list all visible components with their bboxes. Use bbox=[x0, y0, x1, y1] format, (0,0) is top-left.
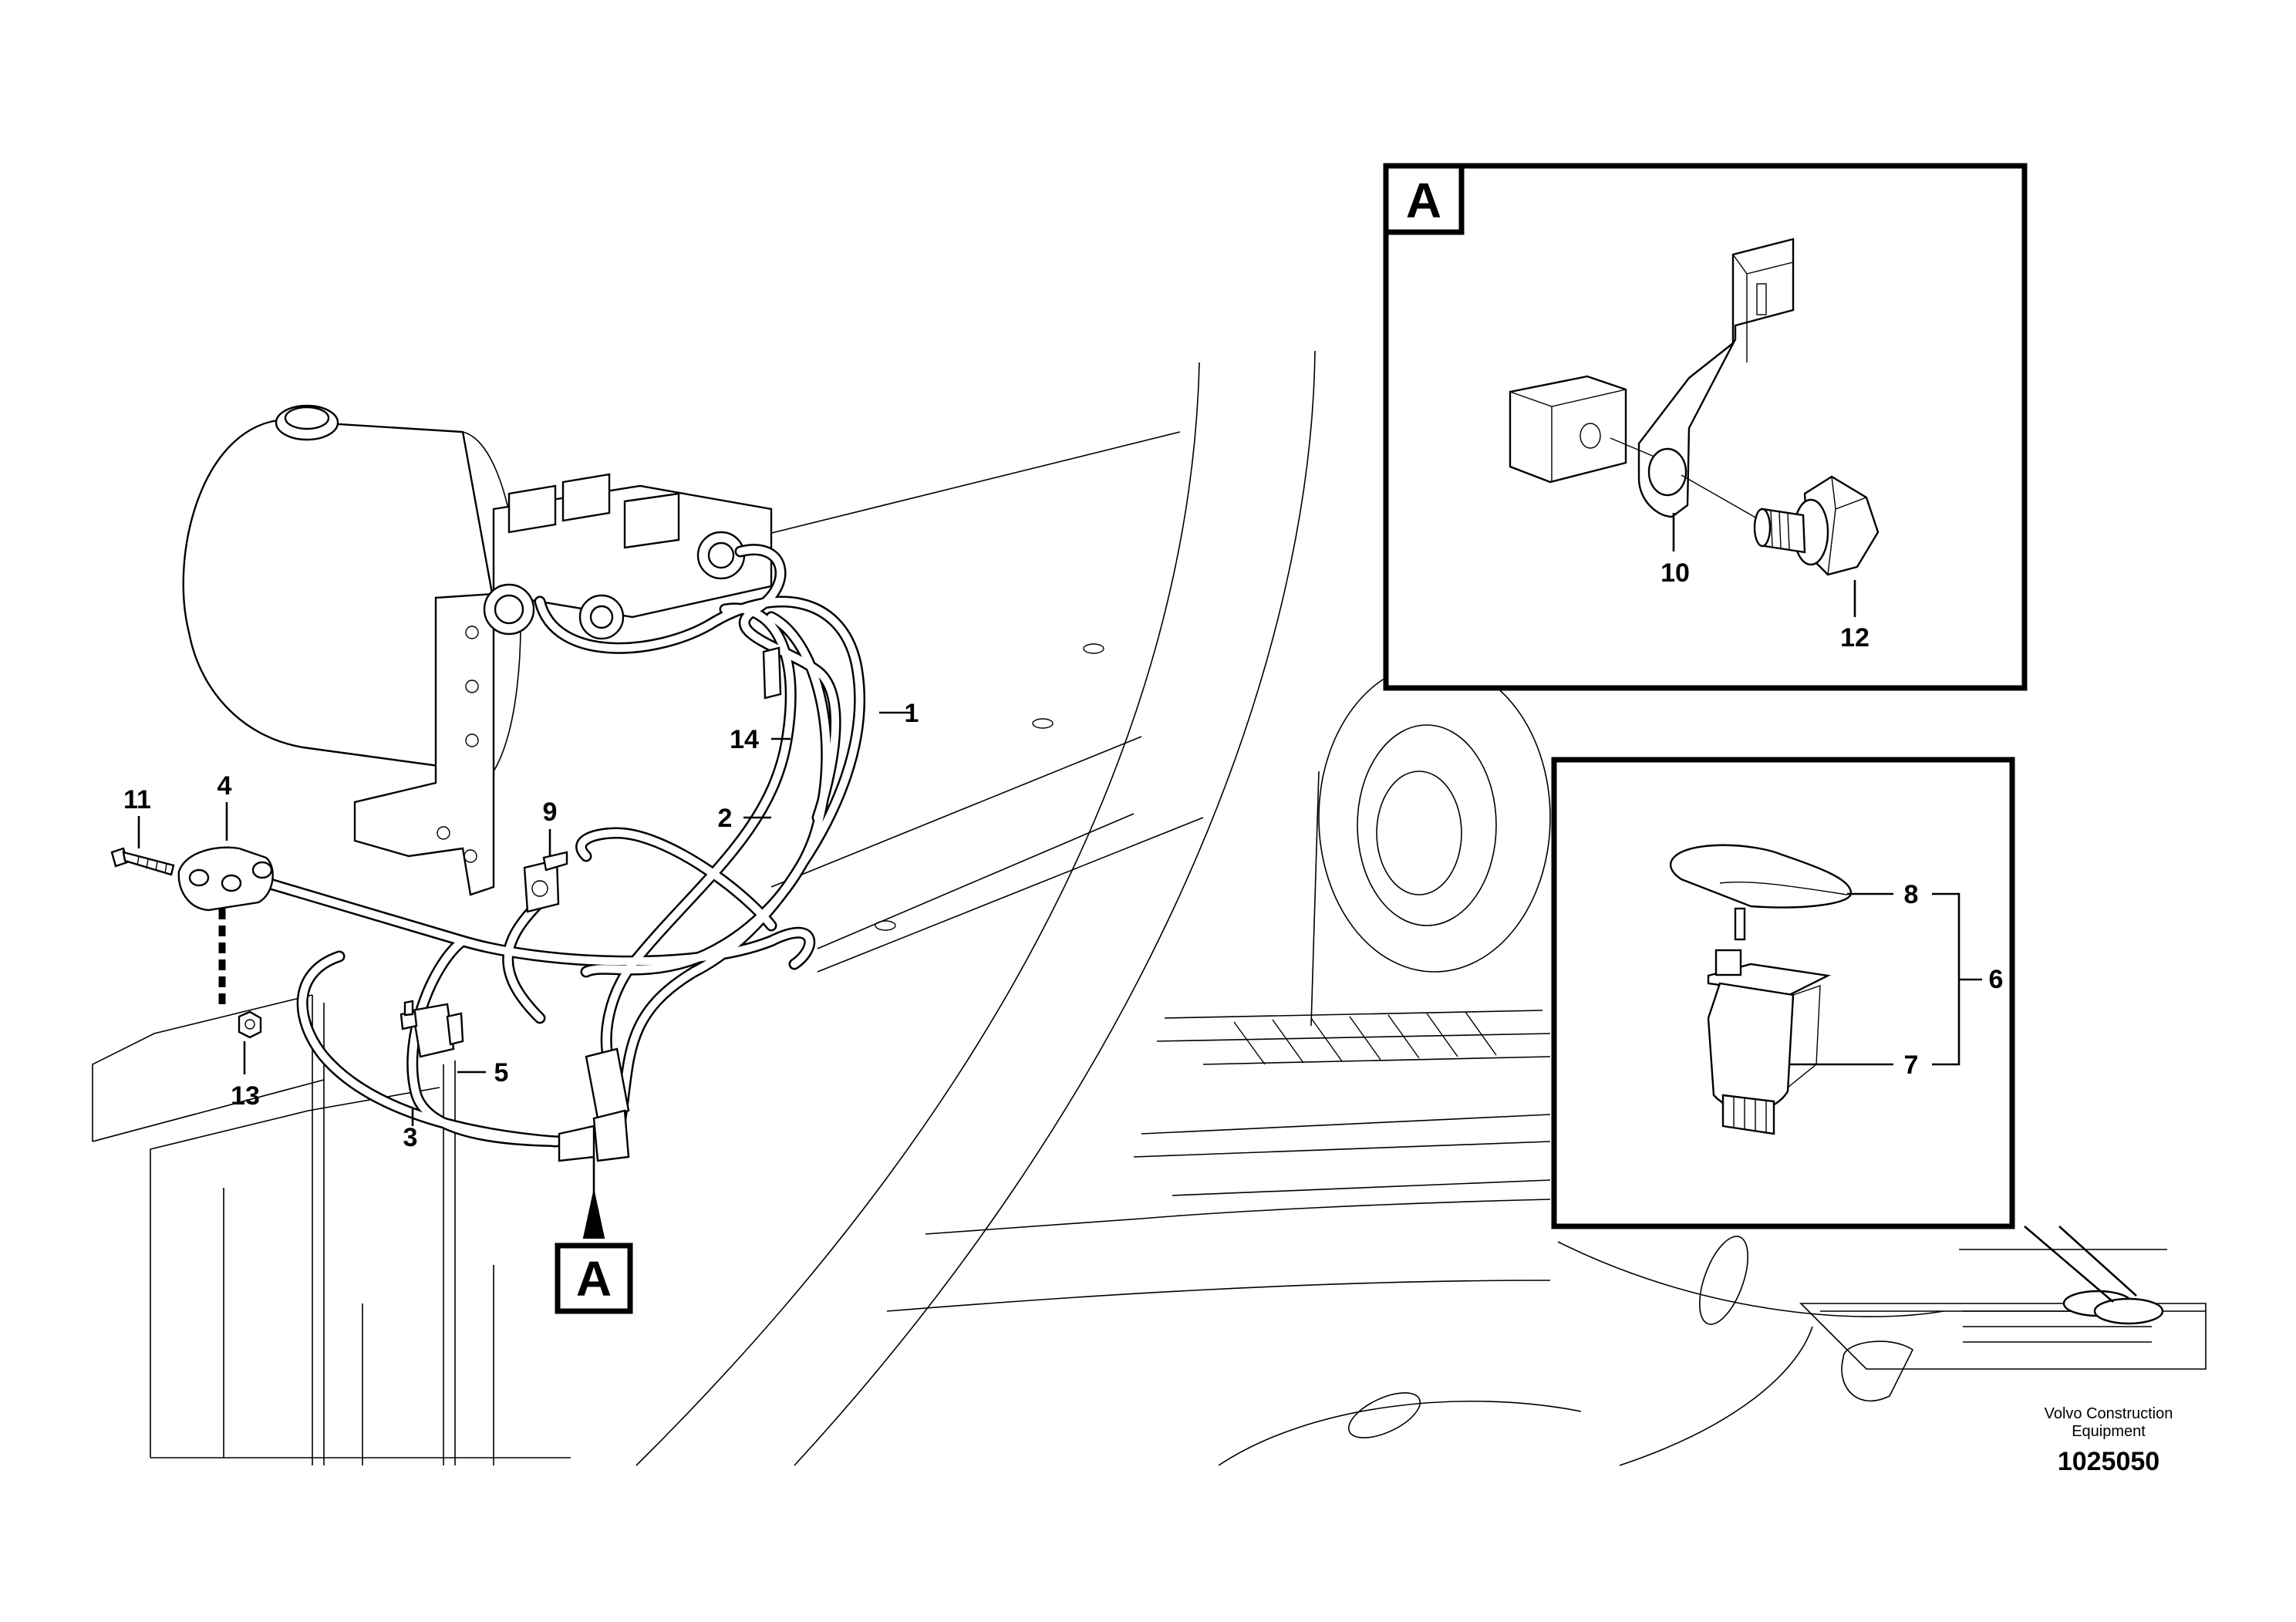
detail-a-label: A bbox=[1406, 173, 1441, 228]
machine-background bbox=[92, 350, 2207, 1466]
callout-3: 3 bbox=[403, 1123, 418, 1152]
bracket-item-10 bbox=[1637, 238, 1795, 518]
deck-grating bbox=[1233, 1011, 1497, 1065]
callout-4: 4 bbox=[217, 771, 232, 801]
callout-10: 10 bbox=[1660, 558, 1690, 588]
callout-14: 14 bbox=[730, 725, 759, 754]
rubber-block bbox=[1509, 375, 1627, 484]
callout-11: 11 bbox=[123, 785, 151, 814]
callout-8: 8 bbox=[1904, 880, 1919, 909]
nut-item-13 bbox=[238, 1010, 262, 1039]
callout-9: 9 bbox=[543, 798, 558, 827]
callout-labels: 1 14 2 3 4 5 6 7 8 9 10 11 12 13 bbox=[123, 558, 2003, 1152]
wiring-harness bbox=[248, 544, 865, 1162]
callout-6: 6 bbox=[1989, 965, 2004, 994]
switch-housing-item-4 bbox=[177, 846, 274, 912]
detail-a-label-box bbox=[1383, 163, 1465, 235]
illustration-number: 1025050 bbox=[2058, 1447, 2159, 1476]
footer: Volvo Construction Equipment 1025050 bbox=[2045, 1405, 2173, 1476]
detail-view-a: A bbox=[1383, 163, 2028, 691]
view-a-marker-box bbox=[555, 1243, 633, 1314]
manufacturer-line-1: Volvo Construction bbox=[2045, 1405, 2173, 1422]
callout-12: 12 bbox=[1840, 623, 1870, 653]
detail-view-switch bbox=[1551, 757, 2137, 1303]
screw-item-11 bbox=[110, 847, 175, 876]
manufacturer-line-2: Equipment bbox=[2072, 1423, 2146, 1440]
callout-13: 13 bbox=[231, 1081, 260, 1111]
callout-1: 1 bbox=[905, 699, 919, 728]
callout-2: 2 bbox=[718, 804, 733, 833]
callout-7: 7 bbox=[1904, 1050, 1919, 1080]
leader-lines bbox=[137, 711, 912, 1239]
toggle-switch-item-5 bbox=[400, 1000, 464, 1058]
rotary-switch-item-7 bbox=[1707, 949, 1831, 1135]
view-a-marker-label: A bbox=[576, 1251, 612, 1307]
hydraulic-tank-assembly bbox=[182, 404, 773, 896]
clamp-bracket-item-9 bbox=[523, 851, 568, 913]
bolt-item-12 bbox=[1753, 475, 1880, 576]
callout-5: 5 bbox=[494, 1058, 509, 1088]
